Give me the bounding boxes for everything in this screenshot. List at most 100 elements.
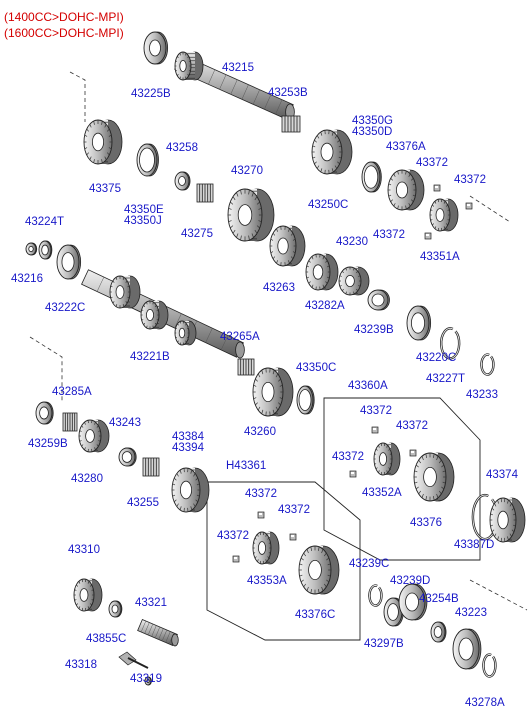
part-43350d[interactable]: 43350D bbox=[352, 126, 393, 138]
nut-43224t bbox=[25, 242, 38, 256]
snap-ring-43227t bbox=[439, 327, 461, 360]
shaft-gear-43221b-c bbox=[174, 320, 197, 346]
gear-43263 bbox=[269, 225, 306, 267]
engine-variant-1400: (1400CC>DOHC-MPI) bbox=[4, 10, 124, 24]
part-43372-c[interactable]: 43372 bbox=[373, 229, 405, 241]
guide-lines bbox=[29, 71, 528, 611]
part-43372-i[interactable]: 43372 bbox=[217, 530, 249, 542]
part-43387d[interactable]: 43387D bbox=[454, 539, 495, 551]
part-43372-f[interactable]: 43372 bbox=[332, 451, 364, 463]
part-43855c[interactable]: 43855C bbox=[86, 633, 127, 645]
part-43376[interactable]: 43376 bbox=[410, 517, 442, 529]
part-43372-d[interactable]: 43372 bbox=[360, 405, 392, 417]
part-43239d[interactable]: 43239D bbox=[390, 575, 431, 587]
part-43278a[interactable]: 43278A bbox=[465, 697, 505, 709]
needle-43285a bbox=[62, 412, 78, 432]
part-43384[interactable]: 43384 bbox=[172, 431, 204, 443]
washer-43254b bbox=[430, 621, 447, 643]
part-43376c[interactable]: 43376C bbox=[295, 609, 336, 621]
part-43372-e[interactable]: 43372 bbox=[396, 420, 428, 432]
part-43372-a[interactable]: 43372 bbox=[416, 157, 448, 169]
part-43350g[interactable]: 43350G bbox=[352, 115, 393, 127]
part-43318[interactable]: 43318 bbox=[65, 659, 97, 671]
sleeve-43376a bbox=[387, 169, 425, 211]
part-43394[interactable]: 43394 bbox=[172, 442, 204, 454]
part-43285a[interactable]: 43285A bbox=[52, 386, 92, 398]
key-43372d bbox=[371, 426, 379, 434]
key-43372c bbox=[424, 232, 432, 240]
part-43216[interactable]: 43216 bbox=[11, 273, 43, 285]
part-43282a[interactable]: 43282A bbox=[305, 300, 345, 312]
part-43375[interactable]: 43375 bbox=[89, 183, 121, 195]
pin-43319 bbox=[144, 676, 152, 686]
shaft-43321 bbox=[137, 618, 179, 647]
flange-43239d bbox=[398, 583, 428, 621]
gear-43384 bbox=[171, 467, 210, 513]
part-43297b[interactable]: 43297B bbox=[364, 638, 404, 650]
snap-ring-43233 bbox=[480, 353, 495, 376]
part-43350c[interactable]: 43350C bbox=[296, 362, 337, 374]
key-43372f bbox=[349, 470, 357, 478]
part-43222c[interactable]: 43222C bbox=[45, 302, 86, 314]
part-43215[interactable]: 43215 bbox=[222, 62, 254, 74]
part-43221b[interactable]: 43221B bbox=[130, 351, 170, 363]
part-43220c[interactable]: 43220C bbox=[416, 352, 457, 364]
part-43224t[interactable]: 43224T bbox=[25, 216, 65, 228]
part-43372-b[interactable]: 43372 bbox=[454, 174, 486, 186]
part-43350e[interactable]: 43350E bbox=[124, 204, 164, 216]
bearing-43220c bbox=[406, 305, 432, 341]
part-43353a[interactable]: 43353A bbox=[247, 575, 287, 587]
part-43260[interactable]: 43260 bbox=[244, 426, 276, 438]
part-43259b[interactable]: 43259B bbox=[28, 438, 68, 450]
shaft-gear-43221b-a bbox=[109, 275, 141, 309]
gear-43280 bbox=[78, 419, 110, 453]
snap-ring-43239c bbox=[368, 584, 383, 607]
part-43270[interactable]: 43270 bbox=[231, 165, 263, 177]
part-43225b[interactable]: 43225B bbox=[131, 88, 171, 100]
hub-43351a bbox=[429, 198, 459, 232]
sleeve-43376 bbox=[413, 452, 455, 502]
part-43230[interactable]: 43230 bbox=[336, 236, 368, 248]
gear-43230 bbox=[338, 266, 370, 296]
key-43372g bbox=[257, 511, 265, 519]
part-43280[interactable]: 43280 bbox=[71, 473, 103, 485]
part-43239b[interactable]: 43239B bbox=[354, 324, 394, 336]
part-43223[interactable]: 43223 bbox=[455, 607, 487, 619]
part-43250c[interactable]: 43250C bbox=[308, 199, 349, 211]
part-43372-h[interactable]: 43372 bbox=[278, 504, 310, 516]
part-43253b[interactable]: 43253B bbox=[268, 87, 308, 99]
group-43360a[interactable]: 43360A bbox=[348, 380, 388, 392]
hub-43353a bbox=[252, 531, 280, 565]
part-43350j[interactable]: 43350J bbox=[124, 215, 162, 227]
part-43374[interactable]: 43374 bbox=[486, 469, 518, 481]
part-43255[interactable]: 43255 bbox=[127, 497, 159, 509]
part-43351a[interactable]: 43351A bbox=[420, 251, 460, 263]
synchro-ring-43350g bbox=[361, 161, 382, 193]
shaft-gear-43215 bbox=[174, 51, 204, 81]
part-43319[interactable]: 43319 bbox=[130, 673, 162, 685]
gear-43260 bbox=[252, 367, 294, 417]
part-43233[interactable]: 43233 bbox=[466, 389, 498, 401]
part-43243[interactable]: 43243 bbox=[109, 417, 141, 429]
key-43372b bbox=[465, 202, 473, 210]
needle-43255 bbox=[142, 457, 160, 477]
bush-43258 bbox=[174, 171, 191, 191]
shaft-gear-43221b-b bbox=[140, 300, 169, 330]
part-43265a[interactable]: 43265A bbox=[220, 331, 260, 343]
part-43258[interactable]: 43258 bbox=[166, 142, 198, 154]
synchro-ring-43350c bbox=[296, 385, 315, 415]
part-43310[interactable]: 43310 bbox=[68, 544, 100, 556]
part-43372-g[interactable]: 43372 bbox=[245, 488, 277, 500]
part-43254b[interactable]: 43254B bbox=[419, 593, 459, 605]
part-43263[interactable]: 43263 bbox=[263, 282, 295, 294]
part-43321[interactable]: 43321 bbox=[135, 597, 167, 609]
part-43227t[interactable]: 43227T bbox=[426, 373, 466, 385]
needle-43265a bbox=[237, 358, 255, 376]
gear-43282a bbox=[305, 253, 339, 291]
part-43352a[interactable]: 43352A bbox=[362, 487, 402, 499]
part-43239c[interactable]: 43239C bbox=[349, 558, 390, 570]
part-43376a[interactable]: 43376A bbox=[386, 141, 426, 153]
part-43275[interactable]: 43275 bbox=[181, 228, 213, 240]
group-h43361[interactable]: H43361 bbox=[226, 460, 267, 472]
